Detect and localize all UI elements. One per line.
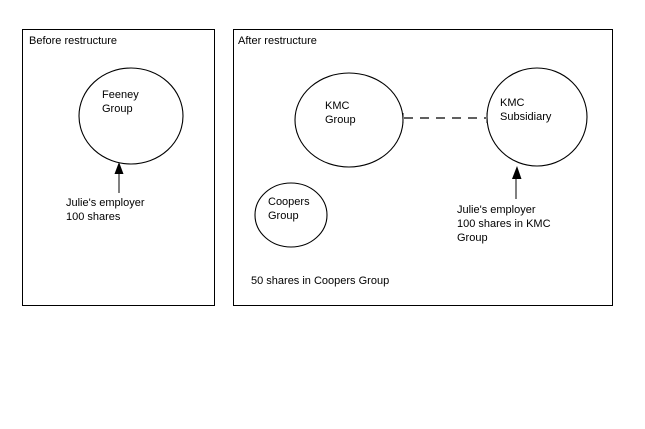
arrow-head-after	[512, 166, 522, 179]
panel-title-before: Before restructure	[29, 35, 118, 47]
annotation-coopers-note: 50 shares in Coopers Group	[251, 275, 390, 287]
node-label-coopers-line2: Group	[268, 210, 299, 222]
panel-title-after: After restructure	[238, 35, 317, 47]
arrow-head-before	[114, 162, 124, 174]
node-coopers-group	[254, 182, 328, 248]
panel-border-after	[233, 29, 613, 306]
panel-border-before	[22, 29, 215, 306]
annotation-after-line3: Group	[457, 232, 488, 244]
annotation-before-line1: Julie's employer	[66, 197, 145, 209]
annotation-after-line1: Julie's employer	[457, 204, 536, 216]
node-label-feeney-line1: Feeney	[102, 89, 139, 101]
node-label-kmc-subsidiary-line2: Subsidiary	[500, 111, 552, 123]
node-label-kmc-subsidiary-line1: KMC	[500, 97, 525, 109]
annotation-after-line2: 100 shares in KMC	[457, 218, 551, 230]
node-label-coopers-line1: Coopers	[268, 196, 310, 208]
annotation-before-line2: 100 shares	[66, 211, 121, 223]
node-label-kmc-group-line2: Group	[325, 114, 356, 126]
node-feeney-group	[78, 67, 184, 165]
node-label-kmc-group-line1: KMC	[325, 100, 350, 112]
node-label-feeney-line2: Group	[102, 103, 133, 115]
